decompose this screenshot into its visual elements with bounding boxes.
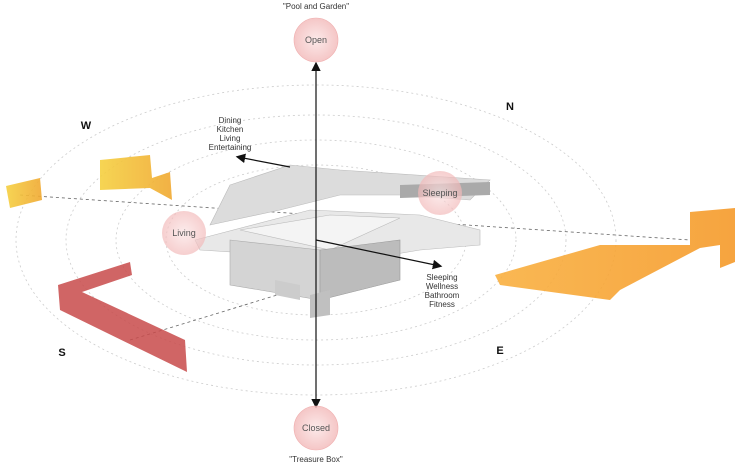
svg-text:Sleeping: Sleeping	[426, 273, 457, 282]
svg-text:Dining: Dining	[219, 116, 242, 125]
sun-axis-line	[19, 194, 691, 241]
open-node: Open "Pool and Garden"	[283, 2, 349, 63]
west-yellow-panel-1	[6, 178, 42, 208]
svg-text:Living: Living	[220, 134, 241, 143]
svg-text:Fitness: Fitness	[429, 300, 455, 309]
upper-program-list: Dining Kitchen Living Entertaining	[209, 116, 252, 152]
south-red-panel	[58, 262, 187, 372]
svg-text:Entertaining: Entertaining	[209, 143, 252, 152]
sleeping-label: Sleeping	[422, 188, 457, 198]
open-label: Open	[305, 35, 327, 45]
west-label: W	[81, 120, 92, 132]
house-model	[194, 164, 491, 318]
treasure-box-caption: "Treasure Box"	[289, 455, 343, 464]
upper-program-arrow	[235, 153, 291, 168]
svg-text:Kitchen: Kitchen	[217, 125, 244, 134]
north-label: N	[506, 101, 514, 113]
living-label: Living	[172, 228, 196, 238]
west-yellow-panel-2	[100, 155, 172, 200]
lower-program-list: Sleeping Wellness Bathroom Fitness	[425, 273, 460, 309]
svg-text:Bathroom: Bathroom	[425, 291, 460, 300]
east-label: E	[496, 345, 503, 357]
svg-text:Wellness: Wellness	[426, 282, 458, 291]
living-node: Living	[162, 211, 206, 255]
east-orange-panel	[495, 208, 735, 300]
pool-garden-caption: "Pool and Garden"	[283, 2, 349, 11]
closed-node: Closed "Treasure Box"	[289, 405, 343, 464]
closed-label: Closed	[302, 423, 330, 433]
lower-program-arrow	[315, 239, 443, 270]
sleeping-node: Sleeping	[418, 171, 462, 215]
south-label: S	[58, 347, 65, 359]
